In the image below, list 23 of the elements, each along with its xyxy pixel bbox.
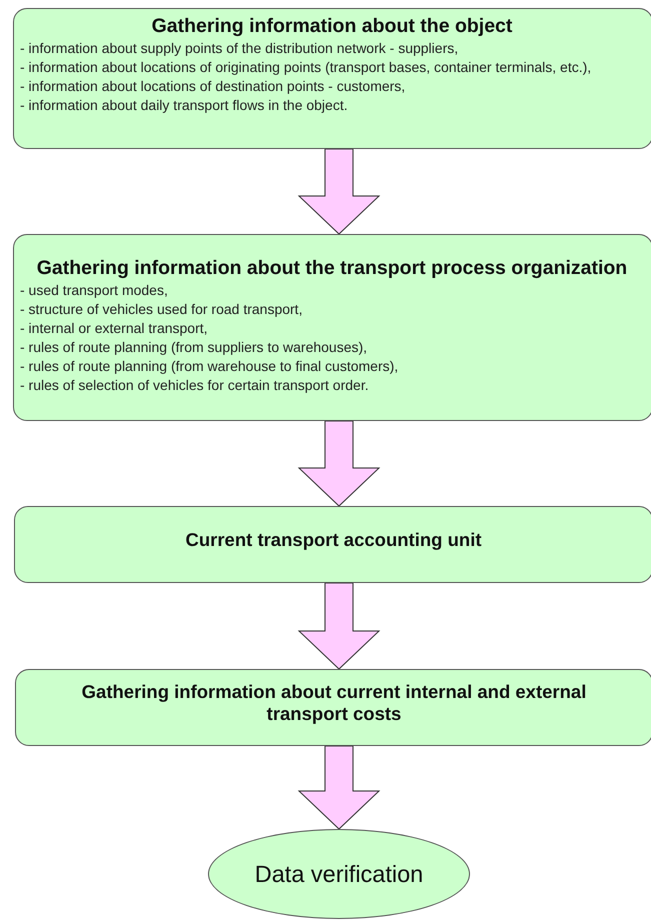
node-heading: Gathering information about the object [150, 15, 514, 38]
bullet-item: - rules of route planning (from warehouse to final customers), [20, 357, 400, 376]
process-box [13, 234, 651, 421]
bullet-item: - internal or external transport, [20, 319, 209, 338]
bullet-item: - information about locations of originating points (transport bases, container terminals, etc.), [20, 58, 592, 78]
block-arrow [298, 582, 380, 670]
process-box [13, 8, 651, 149]
process-box [14, 506, 651, 583]
bullet-item: - information about daily transport flows in the object. [20, 96, 349, 116]
node-label: Data verification [254, 860, 424, 888]
node-heading: Gathering information about the transport process organization [36, 257, 628, 280]
bullet-item: - rules of selection of vehicles for certain transport order. [20, 376, 370, 396]
bullet-item: - structure of vehicles used for road transport, [20, 300, 304, 320]
process-box [15, 669, 651, 746]
bullet-item: - information about supply points of the distribution network - suppliers, [20, 39, 460, 58]
block-arrow [298, 148, 380, 235]
node-heading: Gathering information about current internal and external transport costs [80, 680, 588, 726]
bullet-item: - used transport modes, [20, 281, 169, 300]
bullet-item: - information about locations of destination points - customers, [20, 77, 406, 96]
block-arrow [298, 420, 380, 507]
bullet-item: - rules of route planning (from suppliers to warehouses), [20, 338, 368, 358]
block-arrow [298, 746, 380, 830]
node-heading: Current transport accounting unit [186, 528, 482, 552]
